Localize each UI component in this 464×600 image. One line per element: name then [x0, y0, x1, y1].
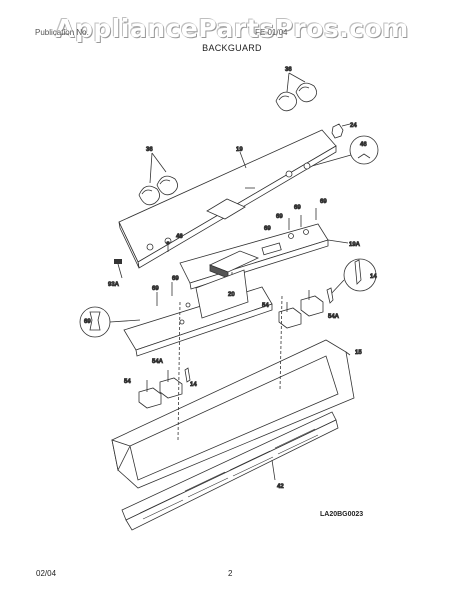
- publication-header: Publication No.: [35, 28, 89, 37]
- callout-circle-69: [79, 306, 141, 338]
- label-54a-left: 54A: [152, 359, 164, 365]
- label-69-a: 69: [294, 205, 301, 211]
- screw-46: [166, 241, 170, 252]
- drawing-code: LA20BG0023: [320, 511, 364, 518]
- label-69-callout: 69: [84, 319, 91, 325]
- page-number: 2: [228, 569, 233, 578]
- label-36-top: 36: [285, 67, 292, 73]
- knob-pair-left: [138, 175, 178, 206]
- screws-69: [156, 208, 317, 306]
- rear-cover-15: [111, 339, 355, 489]
- label-54a-right: 54A: [328, 314, 340, 320]
- control-board-20: [208, 250, 260, 279]
- switch-panel: [123, 269, 273, 357]
- knob-pair-top: [275, 82, 317, 112]
- vent-slots: [139, 428, 319, 520]
- section-title: BACKGUARD: [202, 43, 262, 53]
- label-24: 24: [350, 123, 357, 129]
- label-20: 20: [228, 292, 235, 298]
- label-19a: 19A: [349, 242, 361, 248]
- label-69-f: 69: [152, 286, 159, 292]
- vent-trim-42: [121, 411, 339, 531]
- label-15: 15: [355, 350, 362, 356]
- backguard-panel: [118, 129, 337, 269]
- model-header: FE 01/04: [255, 28, 288, 37]
- label-42: 42: [277, 484, 284, 490]
- clip-part: [331, 123, 344, 139]
- label-46: 46: [176, 234, 183, 240]
- label-14: 14: [190, 382, 197, 388]
- label-69-e: 69: [172, 276, 179, 282]
- label-69-b: 69: [320, 199, 327, 205]
- label-46-callout: 46: [360, 142, 367, 148]
- label-14-callout: 14: [370, 274, 377, 280]
- label-54-left: 54: [124, 379, 131, 385]
- label-93a: 93A: [108, 282, 120, 288]
- footer-date: 02/04: [36, 569, 57, 578]
- label-36-left: 36: [146, 147, 153, 153]
- label-54-right: 54: [262, 303, 269, 309]
- callout-circle-46: [311, 135, 379, 167]
- label-19: 19: [236, 147, 243, 153]
- switches-right: [278, 290, 324, 329]
- label-69-c: 69: [264, 226, 271, 232]
- switches-left: [138, 367, 191, 409]
- label-69-d: 69: [276, 214, 283, 220]
- callout-circle-14: [329, 258, 377, 296]
